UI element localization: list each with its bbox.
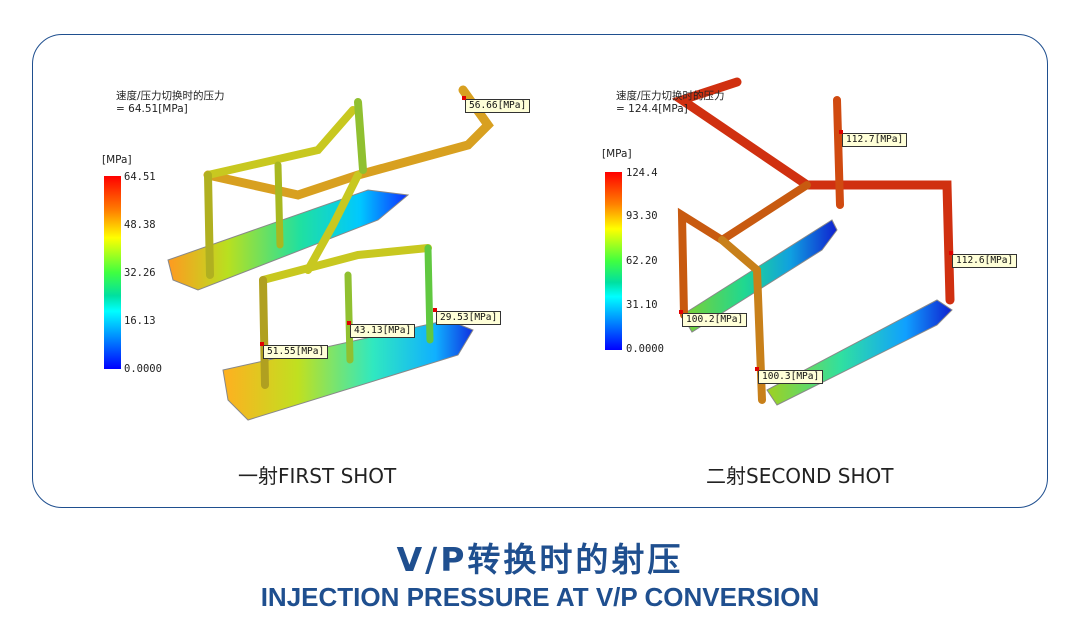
second-shot-simulation: 速度/压力切换时的压力 = 124.4[MPa] [MPa] 124.4 93.… — [572, 70, 1052, 430]
legend-tick: 31.10 — [626, 299, 658, 311]
result-title-line2: = 64.51[MPa] — [116, 103, 188, 115]
legend-tick: 0.0000 — [124, 363, 162, 375]
color-scale-bar — [104, 176, 121, 369]
legend-unit: [MPa] — [602, 148, 632, 160]
first-shot-simulation: 速度/压力切换时的压力 = 64.51[MPa] [MPa] 64.51 48.… — [68, 70, 548, 430]
pressure-probe-label: 56.66[MPa] — [461, 96, 531, 113]
pressure-probe-label: 112.7[MPa] — [838, 130, 908, 147]
pressure-probe-label: 112.6[MPa] — [948, 251, 1018, 268]
content-frame — [32, 34, 1048, 508]
color-scale-bar — [605, 172, 622, 350]
first-shot-model-image — [167, 85, 494, 421]
legend-tick: 93.30 — [626, 210, 658, 222]
legend-unit: [MPa] — [102, 154, 132, 166]
result-title-line1: 速度/压力切换时的压力 — [116, 90, 225, 102]
result-title-line1: 速度/压力切换时的压力 — [616, 90, 725, 102]
legend-tick: 48.38 — [124, 219, 156, 231]
second-shot-model-image — [671, 77, 955, 406]
second-shot-caption: 二射SECOND SHOT — [706, 464, 894, 488]
legend-tick: 64.51 — [124, 171, 156, 183]
legend-tick: 32.26 — [124, 267, 156, 279]
legend-tick: 0.0000 — [626, 343, 664, 355]
first-shot-caption: 一射FIRST SHOT — [238, 464, 397, 488]
legend-tick: 62.20 — [626, 255, 658, 267]
pressure-probe-label: 100.2[MPa] — [678, 310, 748, 327]
legend-tick: 124.4 — [626, 167, 658, 179]
pressure-probe-label: 29.53[MPa] — [432, 308, 502, 325]
legend-tick: 16.13 — [124, 315, 156, 327]
pressure-probe-label: 100.3[MPa] — [754, 367, 824, 384]
page-title: V/P转换时的射压 — [396, 540, 684, 579]
pressure-probe-label: 43.13[MPa] — [346, 321, 416, 338]
page-subtitle: INJECTION PRESSURE AT V/P CONVERSION — [260, 582, 820, 612]
result-title-line2: = 124.4[MPa] — [616, 103, 688, 115]
pressure-probe-label: 51.55[MPa] — [259, 342, 329, 359]
